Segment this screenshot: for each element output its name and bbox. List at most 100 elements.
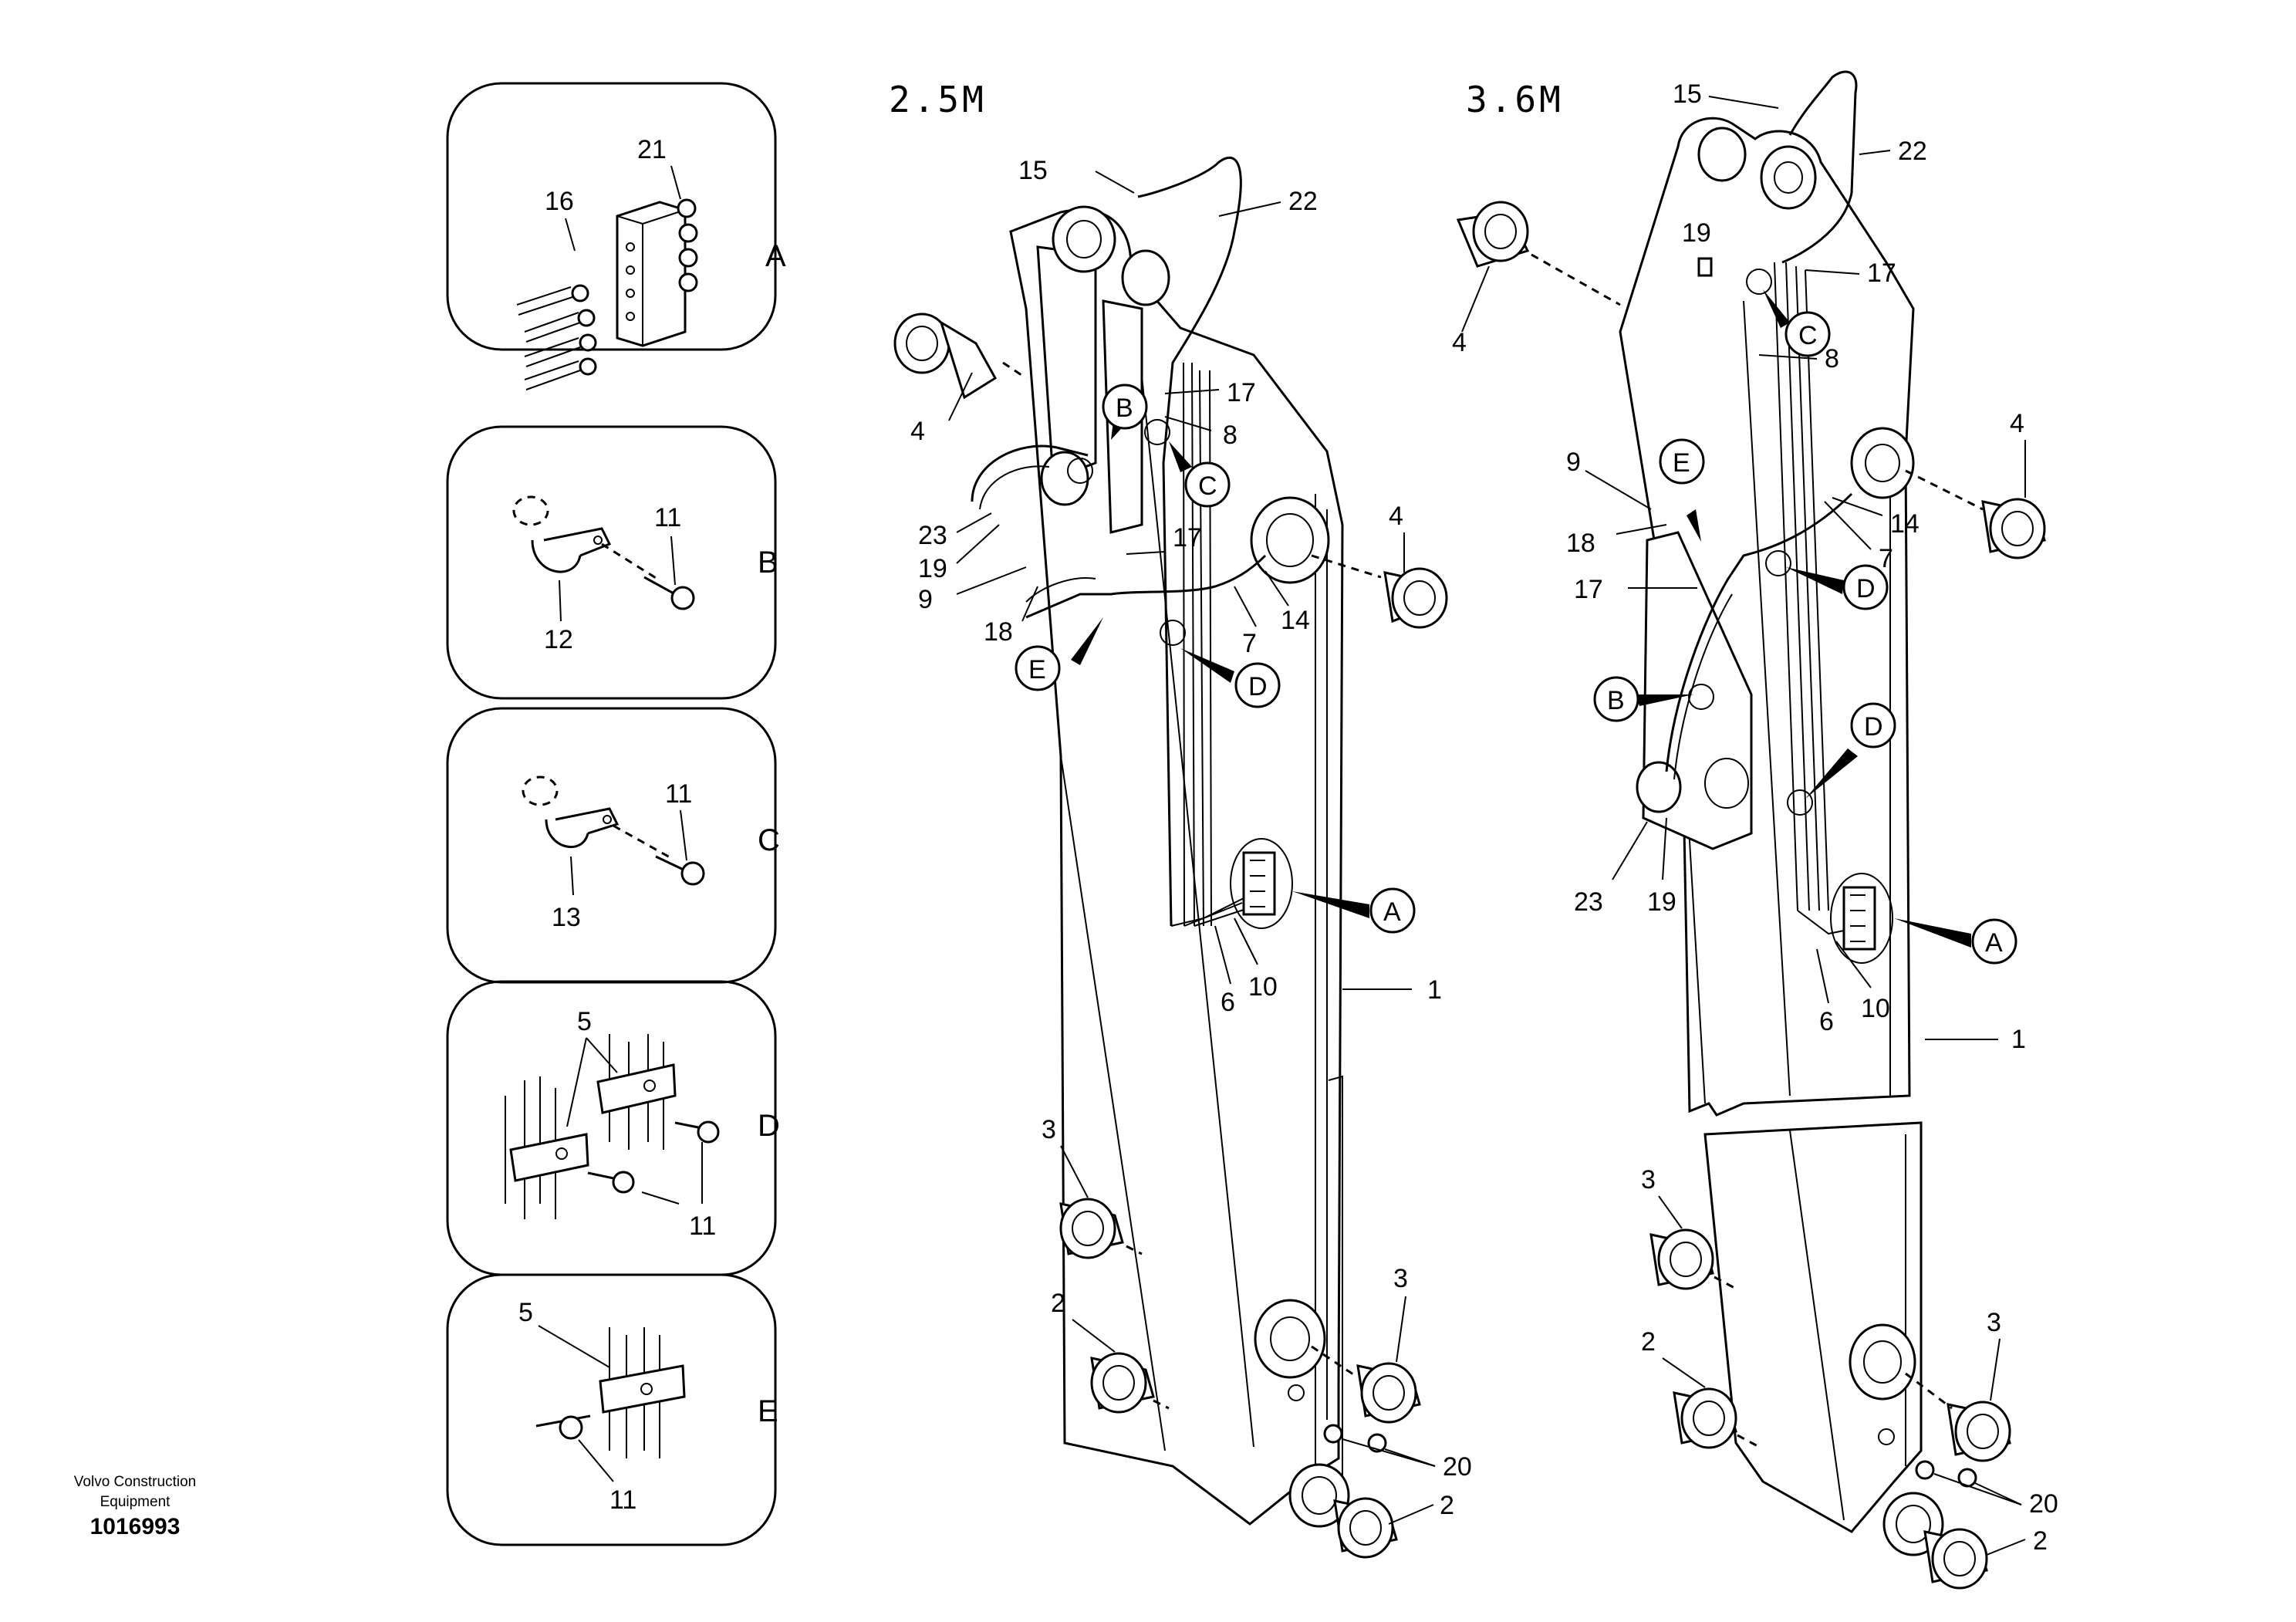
svg-text:D: D	[1856, 574, 1876, 603]
detail-panel-d: D 5 11	[446, 980, 780, 1276]
bushing-2-left-icon	[1090, 1352, 1170, 1414]
detail-letter-a: A	[765, 239, 786, 273]
detail-letter-c: C	[758, 823, 780, 857]
bushing-2-right-icon	[1923, 1528, 1988, 1590]
part-label-3-r: 3	[1641, 1165, 1656, 1195]
detail-letter-e: E	[758, 1394, 778, 1428]
svg-text:E: E	[1028, 655, 1046, 684]
part-label-2-r: 2	[1641, 1327, 1656, 1357]
callout-c-left: C	[1144, 419, 1231, 508]
svg-text:C: C	[1198, 471, 1217, 501]
part-label-1-r: 1	[2011, 1025, 2026, 1054]
double-clamp-icon	[505, 1034, 677, 1219]
bushing-3-right-icon	[1905, 1372, 2011, 1462]
callout-d-left: D	[1160, 620, 1281, 708]
svg-text:D: D	[1864, 712, 1883, 742]
bushing-2-right-icon	[1333, 1497, 1398, 1559]
part-label-10-r: 10	[1861, 994, 1890, 1023]
detail-panel-e: E 5 11	[446, 1273, 778, 1546]
part-label-4-r: 4	[1452, 328, 1467, 357]
part-label-2-b: 2	[1440, 1491, 1454, 1520]
variant-title-2-5m: 2.5M	[889, 79, 987, 120]
part-labels-2-5m: 15 22 4 17 8 23 19 9 17 18 7 14 4	[910, 156, 1472, 1525]
bushing-4-right-icon	[1311, 554, 1448, 629]
detail-panel-b: B 11 12	[446, 425, 778, 700]
drawing-number: 1016993	[89, 1514, 181, 1539]
svg-text:A: A	[1985, 928, 2003, 958]
screw-set-icon	[516, 284, 597, 390]
part-label-22: 22	[1288, 187, 1318, 216]
part-label-20: 20	[1443, 1452, 1472, 1482]
bushing-3-left-icon	[1649, 1228, 1737, 1290]
part-label-19-r: 19	[1682, 218, 1711, 248]
part-label-8-r: 8	[1825, 344, 1839, 373]
callout-e-left: E	[1015, 617, 1103, 691]
grease-fitting-20-icon	[1915, 1460, 1977, 1488]
svg-text:A: A	[1383, 897, 1401, 927]
bushing-2-left-icon	[1673, 1387, 1760, 1449]
part-label-17-r2: 17	[1574, 575, 1603, 604]
part-label-14-r: 14	[1890, 509, 1920, 539]
part-label-17-r: 17	[1867, 259, 1896, 288]
part-label-22-r: 22	[1898, 137, 1927, 166]
part-label-14: 14	[1281, 606, 1310, 635]
nut-set-icon	[677, 198, 698, 292]
part-label-9-r: 9	[1566, 448, 1581, 477]
part-label-7-r: 7	[1879, 544, 1893, 573]
part-label-21: 21	[637, 135, 667, 164]
part-label-11-e: 11	[609, 1485, 636, 1515]
part-label-18-r: 18	[1566, 529, 1595, 558]
part-label-9: 9	[918, 585, 933, 614]
part-label-15: 15	[1018, 156, 1048, 185]
part-label-13: 13	[552, 903, 581, 932]
part-label-11-b: 11	[654, 503, 681, 532]
part-label-4-r2: 4	[2010, 409, 2024, 438]
part-label-3-b: 3	[1393, 1264, 1408, 1293]
detail-panel-c: C 11 13	[446, 707, 780, 984]
part-label-4: 4	[910, 417, 925, 446]
bolt-icon	[655, 855, 705, 886]
part-label-23: 23	[918, 521, 947, 550]
terminal-block-icon	[616, 201, 687, 347]
bolt-icon	[643, 576, 695, 610]
svg-text:E: E	[1673, 448, 1690, 478]
arm-assembly-2-5m: 2.5M	[889, 79, 1472, 1559]
part-labels-3-6m: 15 22 19 17 4 8 9 18 17 14 7 4 23	[1452, 79, 2058, 1556]
detail-letter-b: B	[758, 546, 778, 580]
callout-d-right-lower: D	[1787, 702, 1896, 816]
part-label-18: 18	[984, 617, 1013, 647]
bushing-4-right-icon	[1905, 469, 2046, 559]
callout-b-left: B	[1067, 384, 1148, 484]
part-label-6: 6	[1221, 988, 1235, 1017]
callout-b-right: B	[1593, 676, 1714, 722]
part-label-17: 17	[1227, 378, 1256, 407]
part-label-23-r: 23	[1574, 887, 1603, 917]
callout-a-left: A	[1292, 887, 1416, 934]
detail-panel-a: A 21 16	[446, 82, 786, 390]
part-label-8: 8	[1223, 421, 1237, 450]
svg-text:D: D	[1248, 672, 1268, 701]
part-label-19: 19	[918, 554, 947, 583]
detail-letter-d: D	[758, 1109, 780, 1143]
callout-c-right: C	[1746, 269, 1831, 357]
single-clamp-icon	[599, 1327, 686, 1458]
callout-a-right: A	[1894, 918, 2017, 965]
part-label-17-b: 17	[1173, 523, 1202, 552]
part-label-20-r: 20	[2029, 1489, 2058, 1519]
svg-text:C: C	[1798, 321, 1818, 350]
p-clamp-icon	[512, 495, 660, 582]
bushing-4-upper-icon	[1456, 201, 1621, 306]
bushing-3-right-icon	[1311, 1345, 1421, 1424]
footer-organization: Volvo Construction Equipment	[73, 1474, 197, 1510]
svg-text:B: B	[1607, 686, 1625, 715]
part-label-11-c: 11	[665, 779, 692, 809]
part-label-5-e: 5	[518, 1298, 533, 1327]
part-label-11-d: 11	[689, 1211, 716, 1241]
part-label-2-r2: 2	[2033, 1526, 2048, 1556]
part-label-3: 3	[1042, 1115, 1056, 1144]
part-label-3-r2: 3	[1987, 1308, 2001, 1337]
part-label-7: 7	[1242, 629, 1257, 658]
arm-assembly-3-6m: 3.6M	[1452, 70, 2058, 1590]
part-label-1: 1	[1427, 975, 1442, 1005]
